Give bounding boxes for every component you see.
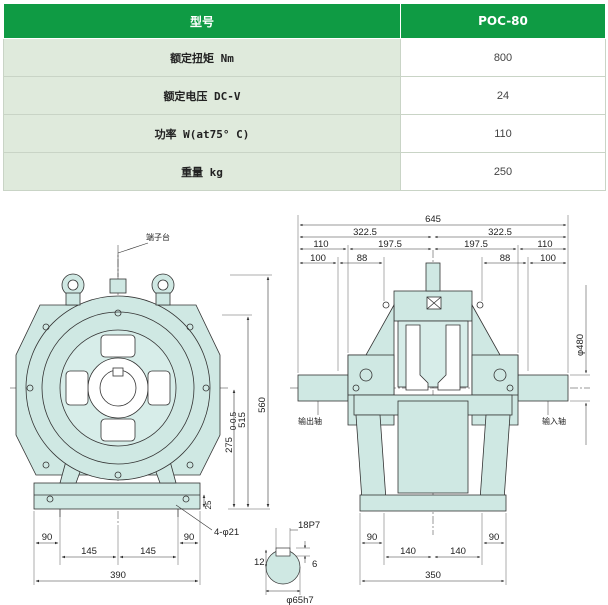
dim-275-tolerance: 0-0.5 [229, 411, 238, 430]
side-view-labels: 645 322.5 322.5 110 197.5 197.5 110 100 … [298, 214, 586, 581]
hole-label: 4-φ21 [214, 527, 239, 538]
shaft-detail-labels: 18P7 12 6 φ65h7 [254, 520, 320, 605]
dim-197-left: 197.5 [378, 239, 402, 250]
spec-row-value: 24 [400, 76, 606, 115]
front-view-labels: 端子台 560 515 275 0-0.5 25 4-φ21 90 145 14… [42, 232, 268, 581]
dim-100-right: 100 [540, 253, 556, 264]
shaft-dia-480: φ480 [575, 334, 586, 356]
dim-12: 12 [254, 557, 265, 568]
front-view [10, 245, 230, 525]
model-value: POC-80 [400, 3, 606, 39]
spec-row: 额定电压 DC-V 24 [3, 76, 606, 115]
shaft-detail [264, 528, 310, 595]
model-label: 型号 [3, 3, 401, 39]
engineering-drawing: 端子台 560 515 275 0-0.5 25 4-φ21 90 145 14… [10, 214, 590, 605]
dim-100-left: 100 [310, 253, 326, 264]
spec-row-value: 110 [400, 114, 606, 153]
dim-140-left: 140 [400, 546, 416, 557]
dim-88-left: 88 [357, 253, 368, 264]
dim-145-right: 145 [140, 546, 156, 557]
dim-90-right: 90 [184, 532, 195, 543]
spec-row: 额定扭矩 Nm 800 [3, 38, 606, 77]
dim-645: 645 [425, 214, 441, 225]
key-width-label: 18P7 [298, 520, 320, 531]
dim-90-left: 90 [42, 532, 53, 543]
terminal-label: 端子台 [146, 232, 170, 242]
dim-88-right: 88 [500, 253, 511, 264]
dim-275: 275 [224, 437, 235, 453]
input-shaft-label: 输入轴 [542, 416, 566, 426]
dim-90-side-left: 90 [367, 532, 378, 543]
dim-145-left: 145 [81, 546, 97, 557]
dim-560: 560 [257, 397, 268, 413]
output-shaft-label: 输出轴 [298, 416, 322, 426]
dim-322-right: 322.5 [488, 227, 512, 238]
dim-390: 390 [110, 570, 126, 581]
spec-table: 型号 POC-80 额定扭矩 Nm 800 额定电压 DC-V 24 功率 W(… [3, 3, 606, 191]
side-view [290, 250, 590, 535]
spec-header-row: 型号 POC-80 [3, 3, 606, 39]
spec-row-value: 800 [400, 38, 606, 77]
shaft-diameter-label: φ65h7 [286, 595, 313, 605]
dim-25: 25 [204, 500, 213, 509]
dim-322-left: 322.5 [353, 227, 377, 238]
dim-90-side-right: 90 [489, 532, 500, 543]
dim-197-right: 197.5 [464, 239, 488, 250]
spec-row-label: 额定扭矩 Nm [3, 38, 401, 77]
dim-6: 6 [312, 559, 317, 570]
spec-row-label: 额定电压 DC-V [3, 76, 401, 115]
spec-row-label: 重量 kg [3, 152, 401, 191]
dim-140-right: 140 [450, 546, 466, 557]
dim-350: 350 [425, 570, 441, 581]
spec-row-value: 250 [400, 152, 606, 191]
dim-515: 515 [237, 412, 248, 428]
spec-row-label: 功率 W(at75° C) [3, 114, 401, 153]
spec-row: 功率 W(at75° C) 110 [3, 114, 606, 153]
dim-110-right: 110 [537, 239, 552, 250]
spec-row: 重量 kg 250 [3, 152, 606, 191]
dim-110-left: 110 [313, 239, 328, 250]
